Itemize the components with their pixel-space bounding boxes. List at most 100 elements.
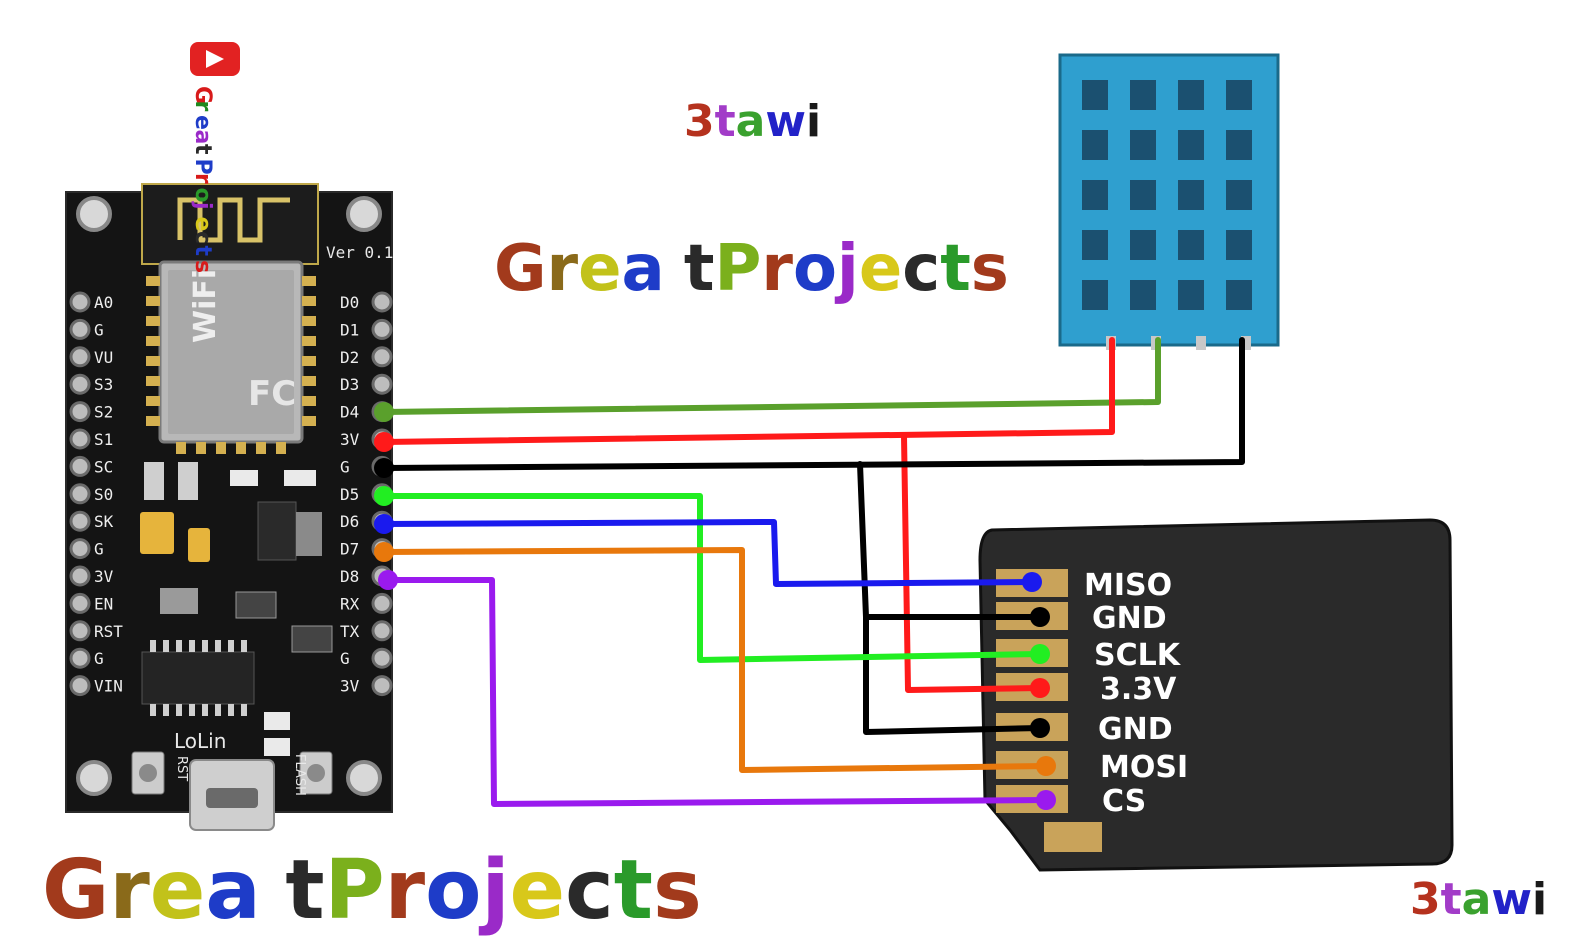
- left-pin-label: S0: [94, 485, 113, 504]
- esp-pad: [146, 356, 160, 366]
- esp-pad: [146, 296, 160, 306]
- youtube-vertical-letter: j: [190, 201, 215, 210]
- wire-d6-sd-miso: [381, 519, 1035, 587]
- wire-end-dot: [374, 542, 394, 562]
- watermark-letter: s: [653, 843, 702, 938]
- watermark-letter: P: [325, 843, 385, 938]
- chip-leg: [241, 640, 247, 652]
- esp-pad: [146, 276, 160, 286]
- sd-card-body: [978, 518, 1454, 872]
- smd-component: [264, 712, 290, 730]
- right-pin-label: TX: [340, 622, 360, 641]
- left-pin-label: RST: [94, 622, 123, 641]
- esp-pad: [146, 316, 160, 326]
- esp-pad: [146, 336, 160, 346]
- wire-d7-sd-mosi: [381, 547, 1049, 773]
- youtube-vertical-letter: r: [190, 101, 215, 112]
- left-pin: [69, 510, 91, 532]
- usb-serial-chip: [141, 651, 255, 705]
- watermark-letter: w: [1491, 874, 1532, 925]
- right-pin: [371, 318, 393, 340]
- capacitor: [140, 512, 174, 554]
- youtube-vertical-letter: e: [190, 115, 215, 130]
- watermark-letter: 3: [1410, 874, 1441, 925]
- sd-pin-label: MOSI: [1100, 750, 1188, 785]
- mounting-hole: [76, 196, 112, 232]
- youtube-vertical-letter: G: [190, 86, 215, 104]
- chip-leg: [202, 704, 208, 716]
- watermark-letter: s: [971, 232, 1009, 306]
- esp-pads: [146, 276, 316, 454]
- watermark-letter: r: [109, 843, 150, 938]
- wire-end-dot: [1036, 790, 1056, 810]
- watermark-letter: P: [714, 232, 761, 306]
- fcc-mark: FC: [248, 374, 296, 414]
- youtube-vertical-letter: o: [190, 188, 215, 203]
- watermark-letter: 3: [684, 96, 715, 147]
- watermark-letter: t: [715, 96, 736, 147]
- wire-3v-dht-vcc: [381, 337, 1115, 445]
- left-pin: [69, 565, 91, 587]
- esp-pad: [302, 416, 316, 426]
- rst-label: RST: [174, 756, 189, 781]
- right-pin-label: G: [340, 457, 350, 476]
- esp-pad: [302, 296, 316, 306]
- watermark-letter: e: [510, 843, 566, 938]
- right-pin-label: 3V: [340, 677, 360, 696]
- left-pin-label: S1: [94, 430, 113, 449]
- sd-pin-label: SCLK: [1094, 638, 1182, 673]
- watermark-letter: j: [478, 843, 509, 938]
- right-pin-label: RX: [340, 594, 360, 613]
- chip-leg: [176, 640, 182, 652]
- wire-end-dot: [374, 486, 394, 506]
- watermark-letter: o: [425, 843, 481, 938]
- mounting-hole: [346, 760, 382, 796]
- capacitor: [188, 528, 210, 562]
- right-pin-label: D2: [340, 348, 359, 367]
- youtube-vertical-letter: t: [190, 144, 215, 155]
- chip-leg: [215, 704, 221, 716]
- smd-component: [291, 625, 333, 653]
- dht-vent: [1130, 80, 1156, 110]
- dht-vent: [1178, 130, 1204, 160]
- esp-pad: [276, 442, 286, 454]
- youtube-vertical-letter: a: [190, 130, 215, 145]
- wire-d4-dht-data: [381, 337, 1161, 415]
- right-pin-label: D8: [340, 567, 359, 586]
- right-pin-label: D7: [340, 540, 359, 559]
- right-pin-label: D0: [340, 293, 359, 312]
- wire-end-dot: [374, 458, 394, 478]
- wire-end-dot: [1022, 572, 1042, 592]
- left-pin-label: G: [94, 649, 104, 668]
- left-pin-label: SC: [94, 457, 113, 476]
- brand-watermark-top: 3tawi: [684, 96, 821, 147]
- watermark-letter: a: [1462, 874, 1492, 925]
- chip-leg: [189, 704, 195, 716]
- right-pin: [371, 346, 393, 368]
- left-pin-label: G: [94, 320, 104, 339]
- watermark-letter: t: [285, 843, 324, 938]
- chip-leg: [163, 640, 169, 652]
- esp-pad: [146, 396, 160, 406]
- dht-vent: [1178, 80, 1204, 110]
- wire-end-dot: [1030, 644, 1050, 664]
- right-pin: [371, 592, 393, 614]
- antenna-area: [141, 183, 319, 265]
- watermark-letter: t: [940, 232, 971, 306]
- left-pin: [69, 291, 91, 313]
- chip-leg: [150, 704, 156, 716]
- youtube-vertical-letter: P: [190, 159, 215, 175]
- wire-3v-sd-3v3: [901, 433, 1043, 693]
- dht-vent: [1130, 130, 1156, 160]
- right-pin-label: D5: [340, 485, 359, 504]
- watermark-letter: i: [1532, 874, 1547, 925]
- left-pin-label: SK: [94, 512, 114, 531]
- youtube-vertical-letter: c: [190, 231, 215, 244]
- left-pin: [69, 346, 91, 368]
- left-pin-label: 3V: [94, 567, 114, 586]
- left-pin: [69, 620, 91, 642]
- esp-pad: [146, 416, 160, 426]
- left-pin-label: S2: [94, 403, 113, 422]
- right-pin-label: D4: [340, 403, 359, 422]
